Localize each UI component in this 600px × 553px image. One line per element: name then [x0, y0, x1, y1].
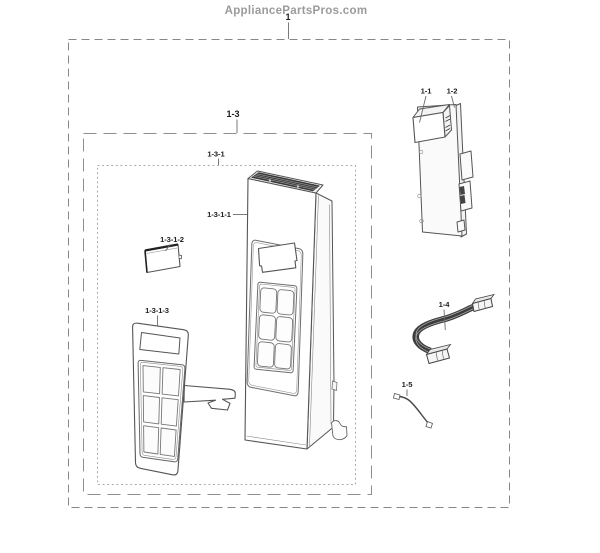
leader-line-1-4 [443, 309, 446, 331]
keypad-display-slot [139, 332, 181, 355]
display-window-tab [178, 254, 183, 260]
harness-ribbon [412, 303, 476, 355]
pcb-connector-slot [460, 195, 466, 204]
part-label-1-3-1-1: 1-3-1-1 [207, 210, 232, 219]
part-label-1-4: 1-4 [439, 300, 451, 309]
part-label-1-1: 1-1 [421, 87, 433, 96]
leader-line-1-3-1-2 [165, 244, 171, 252]
harness-connector-upper [471, 297, 494, 313]
part-label-1-3-1: 1-3-1 [207, 150, 225, 159]
harness-connector-pins [435, 350, 444, 361]
display-window-top-edge [144, 243, 179, 252]
wire-lead [399, 395, 430, 424]
membrane-keypad-drawing: 1-3-1-3 [132, 306, 236, 476]
leader-line-1-2 [451, 95, 455, 108]
pcb-hole [419, 218, 424, 224]
sub-assembly-1-3-border [83, 133, 372, 495]
keypad-button-cell [160, 397, 179, 427]
panel-bottom-lip [246, 435, 307, 446]
vent-screw [296, 185, 300, 188]
wire-terminal [425, 420, 433, 429]
panel-button-grid [254, 282, 297, 373]
control-panel-drawing: 1-3-1-1 [207, 171, 348, 449]
keypad-button-cell [142, 395, 160, 425]
watermark-text: AppliancePartsPros.com [225, 5, 368, 17]
leader-line-1-1 [419, 95, 427, 123]
harness-connector-lower [425, 348, 451, 365]
keypad-button-cell [161, 367, 181, 397]
panel-hook-tab [331, 420, 348, 441]
display-window-drawing: 1-3-1-2 [144, 235, 184, 274]
sub-assembly-1-3-1-border [97, 165, 356, 485]
panel-side-line [329, 204, 332, 425]
part-label-1-3: 1-3 [226, 109, 239, 119]
keypad-button-cell [159, 427, 177, 457]
keypad-connector-arm [183, 384, 236, 411]
panel-side-tab [331, 380, 338, 391]
part-label-1-2: 1-2 [447, 87, 458, 96]
wire-harness-drawing: 1-4 [412, 293, 495, 365]
display-window-left-edge [144, 250, 148, 273]
pcb-connector-upper [459, 150, 474, 181]
transformer-front [412, 111, 446, 144]
pcb-connector-slot [459, 186, 465, 195]
vent-screw [268, 179, 272, 182]
pcb-hole [417, 193, 422, 199]
vent-slats [253, 173, 318, 190]
wire-drawing: 1-5 [393, 380, 433, 429]
display-window-inner-line [146, 247, 178, 254]
pcb-tab [456, 219, 466, 233]
pcb-hole [418, 149, 424, 155]
harness-wire-line [415, 304, 475, 350]
part-label-1: 1 [285, 12, 290, 22]
panel-edge-line [309, 195, 319, 447]
part-label-1-3-1-3: 1-3-1-3 [145, 306, 169, 315]
panel-display-cutout [257, 242, 298, 273]
keypad-button-cell [143, 425, 160, 455]
transformer-slots [445, 115, 451, 132]
harness-connector-pins [477, 300, 486, 310]
part-label-1-5: 1-5 [402, 380, 414, 389]
keypad-grid-frame-inner [140, 361, 184, 460]
wire-terminal [393, 393, 401, 400]
keypad-grid-frame [137, 359, 186, 463]
keypad-button-cell [142, 365, 161, 395]
pcb-assembly-drawing: 1-1 1-2 [412, 87, 474, 238]
part-label-1-3-1-2: 1-3-1-2 [160, 235, 184, 244]
harness-wire-line [415, 307, 475, 354]
